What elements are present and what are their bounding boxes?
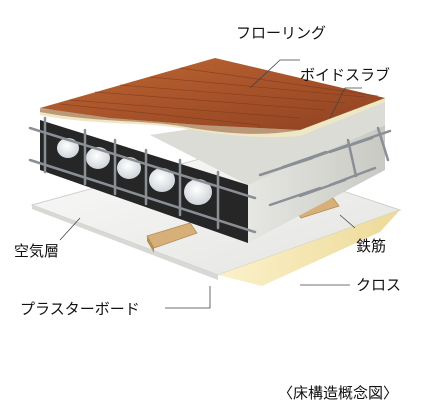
flooring-layer (40, 58, 385, 134)
void-tubes (57, 138, 212, 205)
label-cloth: クロス (356, 276, 401, 294)
leader-lines (59, 59, 362, 309)
diagram-caption: 〈床構造概念図〉 (278, 384, 398, 402)
label-air-layer: 空気層 (14, 242, 59, 260)
label-rebar: 鉄筋 (356, 237, 386, 255)
label-flooring: フローリング (236, 24, 326, 42)
rebars (28, 116, 392, 234)
label-plasterboard: プラスターボード (20, 300, 140, 318)
cloth-layer (218, 210, 400, 286)
joists (146, 197, 340, 253)
label-void-slab: ボイドスラブ (300, 66, 390, 84)
